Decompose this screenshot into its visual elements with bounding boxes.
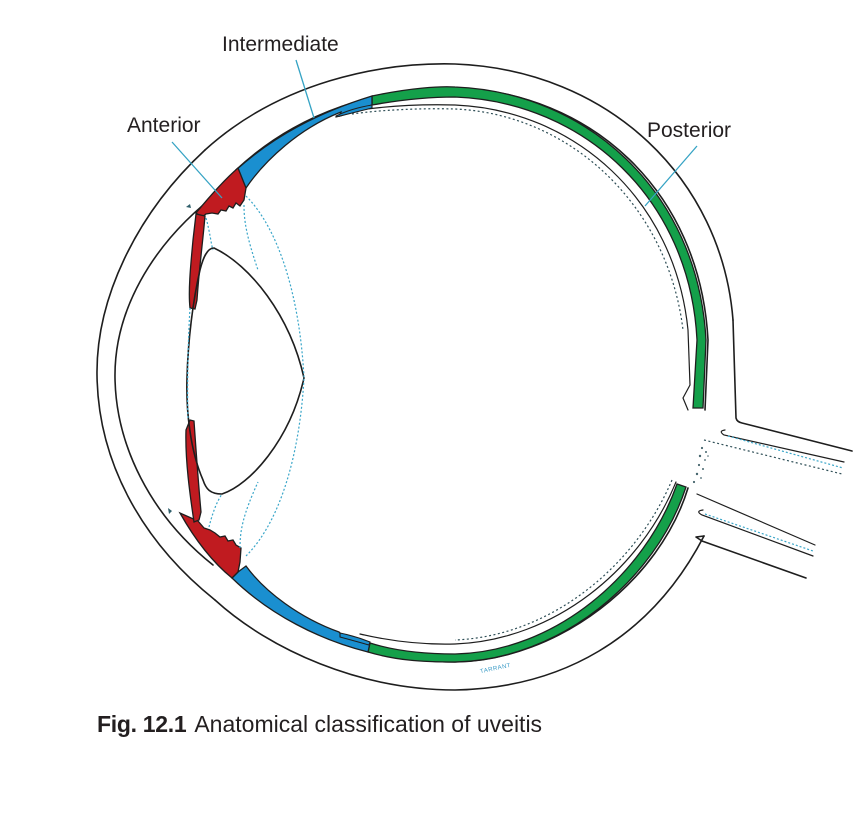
sclera-outer-lower bbox=[214, 535, 705, 691]
optic-nerve-sheath-lower bbox=[695, 535, 807, 579]
anterior-hyaloid-upper bbox=[245, 195, 305, 379]
zonule-upper-front bbox=[205, 217, 214, 251]
sclera bbox=[204, 63, 734, 691]
pupil-margin bbox=[187, 307, 191, 421]
optic-nerve-fibre-upper-outer bbox=[720, 429, 845, 463]
iris-lower bbox=[185, 419, 202, 523]
optic-nerve-fibre-lower-outer bbox=[696, 493, 816, 546]
ciliary-body-lower bbox=[178, 511, 242, 579]
lamina-cribrosa bbox=[692, 446, 709, 484]
label-posterior: Posterior bbox=[647, 119, 732, 142]
optic-nerve-fibre-lower-mid bbox=[704, 513, 814, 552]
cornea-outer-surface bbox=[96, 149, 216, 601]
anterior-region bbox=[178, 166, 247, 579]
leader-intermediate bbox=[295, 59, 315, 119]
retina bbox=[339, 104, 691, 645]
schlemm-canal-upper bbox=[186, 204, 191, 208]
anterior-hyaloid-lower bbox=[245, 377, 305, 557]
retina-upper-dots bbox=[351, 108, 684, 331]
pars-plana-lower-flap bbox=[339, 632, 371, 646]
zonule-lower-back bbox=[239, 481, 259, 549]
optic-nerve bbox=[692, 319, 853, 579]
iris-upper bbox=[188, 213, 206, 310]
optic-nerve-fibre-lower-inner bbox=[698, 509, 814, 557]
cornea-inner-surface bbox=[114, 189, 223, 566]
figure-number: Fig. 12.1 bbox=[97, 711, 187, 737]
ciliary-body-upper bbox=[195, 166, 247, 218]
optic-nerve-fibre-upper-inner bbox=[727, 435, 844, 469]
zonule-upper-back bbox=[243, 204, 259, 271]
leader-lines bbox=[171, 59, 698, 207]
intermediate-region bbox=[231, 95, 373, 653]
choroid-upper bbox=[371, 86, 707, 409]
label-anterior: Anterior bbox=[127, 114, 201, 137]
optic-nerve-sheath-upper bbox=[732, 319, 853, 452]
figure-caption-text: Anatomical classification of uveitis bbox=[194, 711, 543, 737]
figure-caption: Fig. 12.1 Anatomical classification of uv… bbox=[97, 713, 542, 736]
schlemm-canal-lower bbox=[168, 508, 172, 514]
leader-posterior bbox=[644, 145, 698, 207]
label-intermediate: Intermediate bbox=[222, 33, 339, 56]
sclera-outer-upper bbox=[204, 63, 734, 321]
sclera-inner-upper bbox=[235, 87, 709, 411]
lens-capsule bbox=[186, 247, 305, 495]
posterior-region bbox=[367, 86, 707, 663]
optic-nerve-fibre-upper-core bbox=[703, 439, 843, 475]
retina-lower bbox=[359, 481, 677, 645]
cornea bbox=[96, 149, 223, 601]
retina-upper bbox=[339, 104, 691, 411]
pars-plana-upper-flap bbox=[335, 104, 373, 118]
retina-lower-dots bbox=[454, 479, 673, 641]
zonule-lower-front bbox=[208, 493, 223, 528]
lens bbox=[186, 195, 305, 557]
leader-anterior bbox=[171, 141, 223, 199]
